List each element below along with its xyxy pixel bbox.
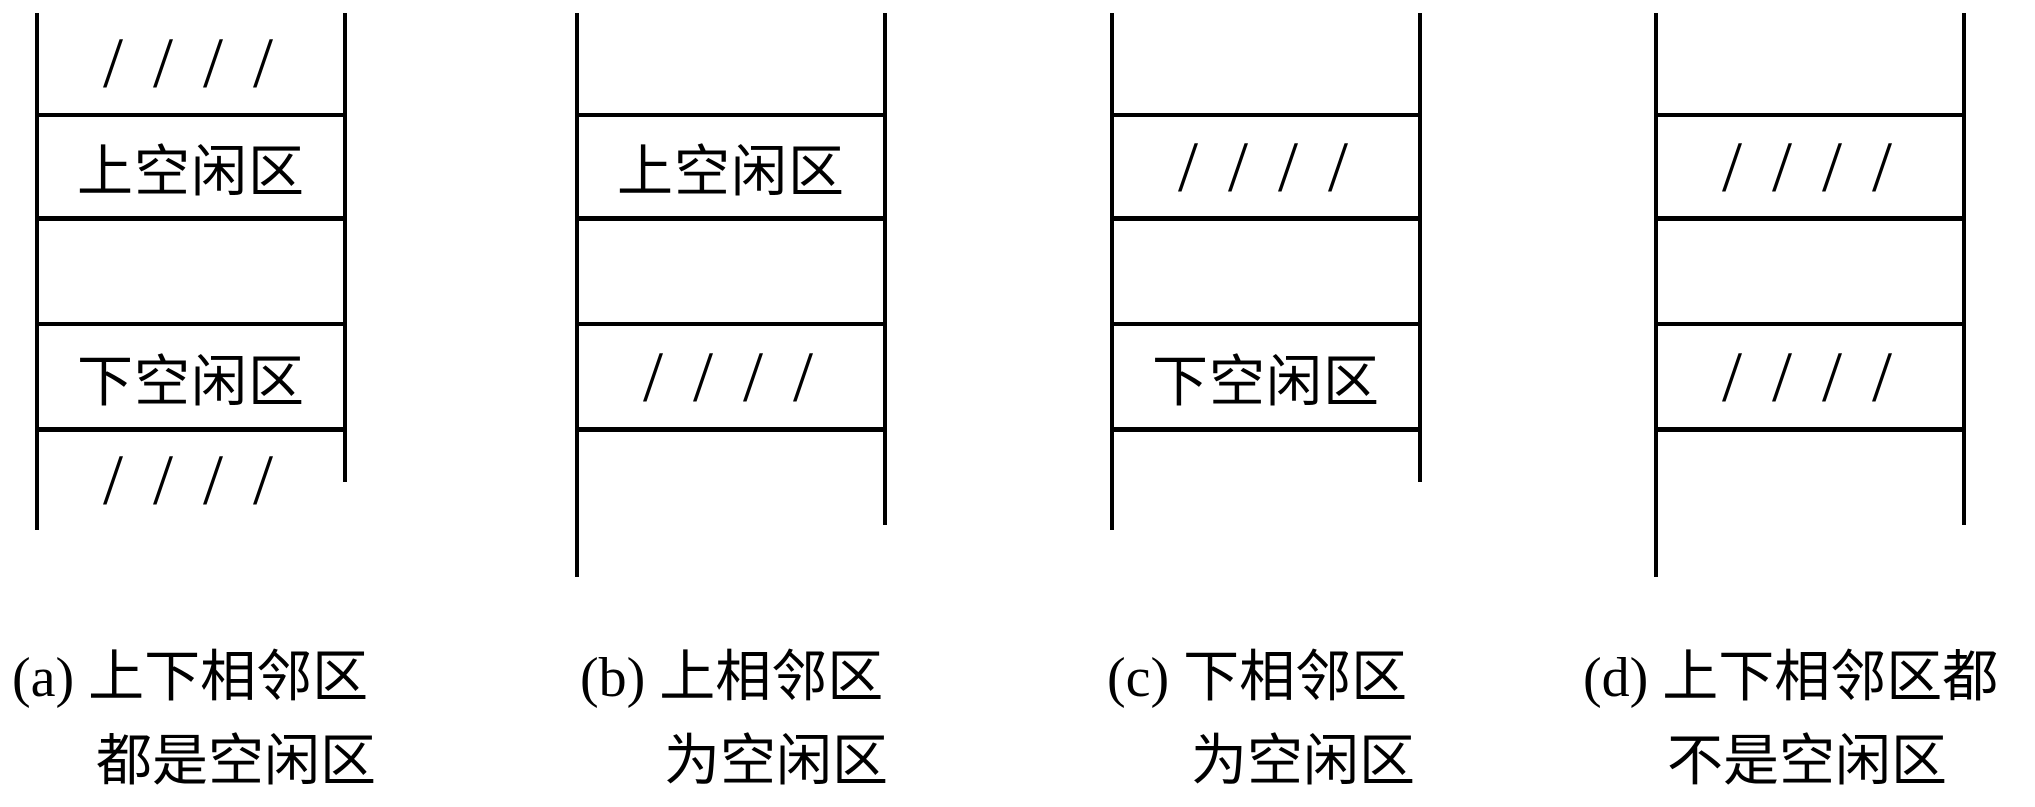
caption-d-line2: 不是空闲区	[1667, 731, 1947, 793]
divider-line	[575, 322, 887, 326]
memory-diagram-c: / / / / 下空闲区	[1110, 0, 1422, 807]
released-region-blank	[39, 221, 343, 322]
lower-free-region-label: 下空闲区	[77, 351, 305, 414]
caption-b-line1: (b) 上相邻区	[580, 647, 884, 709]
caption-d-line1: (d) 上下相邻区都	[1583, 647, 1999, 709]
divider-line	[575, 216, 887, 221]
blank-region	[1658, 432, 1962, 529]
divider-line	[35, 216, 347, 221]
left-rail-line	[35, 13, 39, 530]
upper-free-region-label: 上空闲区	[617, 142, 845, 204]
caption-a-line1: (a) 上下相邻区	[12, 647, 369, 709]
divider-line	[1654, 427, 1966, 432]
left-rail-line	[575, 13, 579, 577]
blank-region	[579, 13, 883, 114]
released-region-blank	[1114, 221, 1418, 322]
divider-line	[1110, 113, 1422, 117]
caption-b-line2: 为空闲区	[664, 731, 888, 793]
caption-c-line1: (c) 下相邻区	[1107, 647, 1408, 709]
caption-a-line2: 都是空闲区	[96, 731, 376, 793]
divider-line	[35, 322, 347, 326]
hatch-marks: / / / /	[1721, 336, 1898, 417]
hatch-marks: / / / /	[1721, 127, 1898, 207]
right-rail-line	[883, 13, 887, 525]
blank-region	[1114, 432, 1418, 529]
blank-region	[579, 432, 883, 529]
caption-a: (a) 上下相邻区 都是空闲区	[12, 636, 376, 804]
memory-diagram-a: / / / / 上空闲区 下空闲区 / / / /	[35, 0, 347, 807]
divider-line	[1654, 216, 1966, 221]
caption-d: (d) 上下相邻区都 不是空闲区	[1583, 636, 1998, 804]
memory-diagram-b: 上空闲区 / / / /	[575, 0, 887, 807]
right-rail-line	[1418, 13, 1422, 482]
divider-line	[1654, 113, 1966, 117]
divider-line	[35, 113, 347, 117]
caption-c-line2: 为空闲区	[1191, 731, 1415, 793]
upper-free-region-label: 上空闲区	[77, 142, 305, 204]
blank-region	[1114, 13, 1418, 114]
divider-line	[1110, 216, 1422, 221]
divider-line	[575, 427, 887, 432]
divider-line	[1654, 322, 1966, 326]
hatch-marks: / / / /	[102, 440, 279, 520]
right-rail-line	[1962, 13, 1966, 525]
hatch-marks: / / / /	[642, 336, 819, 417]
hatch-marks: / / / /	[102, 23, 279, 103]
lower-free-region-label: 下空闲区	[1152, 351, 1380, 414]
divider-line	[1110, 322, 1422, 326]
memory-diagram-d: / / / / / / / /	[1654, 0, 1966, 807]
right-rail-line	[343, 13, 347, 482]
caption-c: (c) 下相邻区 为空闲区	[1107, 636, 1415, 804]
blank-region	[1658, 13, 1962, 114]
divider-line	[35, 427, 347, 432]
caption-b: (b) 上相邻区 为空闲区	[580, 636, 888, 804]
divider-line	[1110, 427, 1422, 432]
left-rail-line	[1654, 13, 1658, 577]
released-region-blank	[1658, 221, 1962, 322]
divider-line	[575, 113, 887, 117]
hatch-marks: / / / /	[1177, 127, 1354, 207]
released-region-blank	[579, 221, 883, 322]
left-rail-line	[1110, 13, 1114, 530]
